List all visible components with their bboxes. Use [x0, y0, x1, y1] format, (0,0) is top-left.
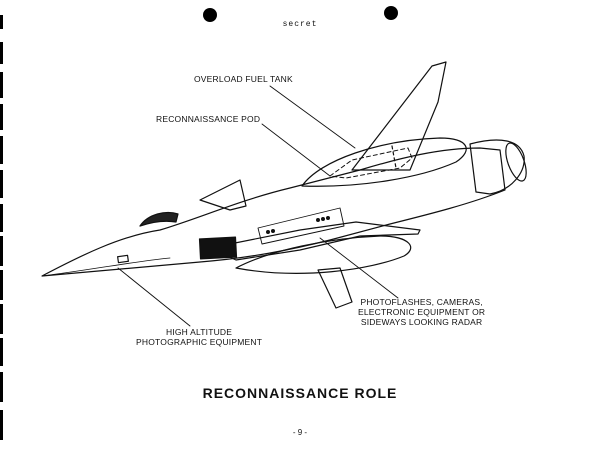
punch-hole-right	[384, 6, 398, 20]
fuselage	[41, 147, 506, 277]
leader-recon-pod	[261, 123, 331, 177]
label-high-altitude: HIGH ALTITUDE PHOTOGRAPHIC EQUIPMENT	[136, 327, 262, 347]
engine-nacelle	[469, 139, 525, 195]
leader-lines	[117, 85, 399, 327]
dorsal-fin	[199, 179, 247, 211]
label-high-altitude-line-1: HIGH ALTITUDE	[165, 327, 233, 337]
figure-caption: RECONNAISSANCE ROLE	[202, 385, 398, 401]
vertical-tail	[351, 61, 447, 171]
leader-fuel-tank	[269, 85, 356, 149]
cockpit-canopy	[139, 211, 179, 227]
label-overload-fuel-tank: OVERLOAD FUEL TANK	[194, 74, 293, 84]
wing	[209, 221, 421, 261]
label-photoflashes-line-3: SIDEWAYS LOOKING RADAR	[360, 317, 483, 327]
reconnaissance-pod	[235, 235, 412, 274]
equipment-bay	[257, 207, 345, 245]
label-photoflashes-line-1: PHOTOFLASHES, CAMERAS,	[360, 297, 483, 307]
label-reconnaissance-pod: RECONNAISSANCE POD	[156, 114, 261, 124]
camera-window	[198, 236, 238, 260]
binding-edge-marks	[0, 0, 4, 458]
classification-header: secret	[282, 20, 318, 29]
label-photoflashes: PHOTOFLASHES, CAMERAS, ELECTRONIC EQUIPM…	[358, 297, 485, 327]
label-high-altitude-line-2: PHOTOGRAPHIC EQUIPMENT	[136, 337, 263, 347]
page-number: - 9 -	[292, 428, 308, 437]
leader-high-altitude	[117, 267, 191, 327]
punch-hole-left	[203, 8, 217, 22]
overload-fuel-tank	[301, 137, 467, 187]
label-photoflashes-line-2: ELECTRONIC EQUIPMENT OR	[358, 307, 486, 317]
ventral-fin	[317, 267, 353, 309]
